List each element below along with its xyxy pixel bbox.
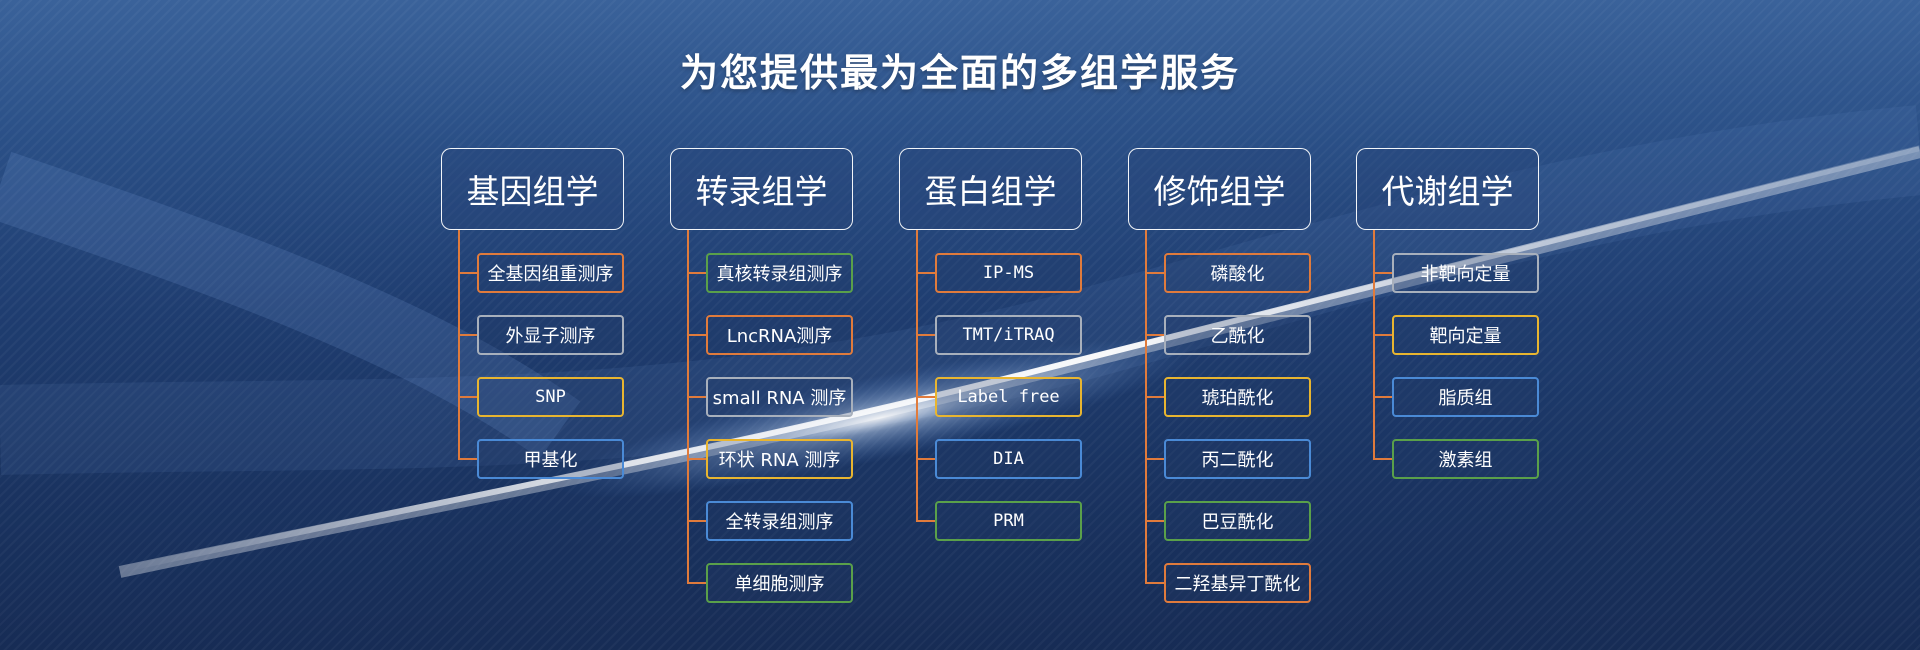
connector-branch (917, 396, 935, 398)
service-item-modification-5: 二羟基异丁酰化 (1164, 563, 1311, 603)
category-header-metabolomics: 代谢组学 (1356, 148, 1539, 230)
connector-branch (917, 520, 935, 522)
service-item-proteomics-3: DIA (935, 439, 1082, 479)
connector-trunk-genomics (458, 230, 460, 460)
service-item-metabolomics-3: 激素组 (1392, 439, 1539, 479)
service-item-modification-1: 乙酰化 (1164, 315, 1311, 355)
connector-branch (459, 458, 477, 460)
connector-branch (1146, 334, 1164, 336)
service-item-transcriptomics-3: 环状 RNA 测序 (706, 439, 853, 479)
connector-branch (1374, 458, 1392, 460)
connector-trunk-metabolomics (1373, 230, 1375, 460)
connector-branch (688, 396, 706, 398)
service-item-transcriptomics-0: 真核转录组测序 (706, 253, 853, 293)
service-item-modification-3: 丙二酰化 (1164, 439, 1311, 479)
service-item-transcriptomics-1: LncRNA测序 (706, 315, 853, 355)
connector-branch (1146, 582, 1164, 584)
service-item-transcriptomics-5: 单细胞测序 (706, 563, 853, 603)
connector-branch (1374, 334, 1392, 336)
service-item-metabolomics-0: 非靶向定量 (1392, 253, 1539, 293)
service-item-proteomics-1: TMT/iTRAQ (935, 315, 1082, 355)
connector-trunk-modification (1145, 230, 1147, 584)
category-header-modification: 修饰组学 (1128, 148, 1311, 230)
category-header-genomics: 基因组学 (441, 148, 624, 230)
service-item-modification-0: 磷酸化 (1164, 253, 1311, 293)
service-item-transcriptomics-2: small RNA 测序 (706, 377, 853, 417)
service-item-proteomics-2: Label free (935, 377, 1082, 417)
service-item-modification-2: 琥珀酰化 (1164, 377, 1311, 417)
category-header-transcriptomics: 转录组学 (670, 148, 853, 230)
connector-branch (688, 458, 706, 460)
page-title: 为您提供最为全面的多组学服务 (679, 50, 1240, 95)
service-item-proteomics-0: IP-MS (935, 253, 1082, 293)
service-item-metabolomics-1: 靶向定量 (1392, 315, 1539, 355)
service-item-genomics-0: 全基因组重测序 (477, 253, 624, 293)
service-item-transcriptomics-4: 全转录组测序 (706, 501, 853, 541)
service-item-genomics-1: 外显子测序 (477, 315, 624, 355)
service-item-proteomics-4: PRM (935, 501, 1082, 541)
service-item-metabolomics-2: 脂质组 (1392, 377, 1539, 417)
connector-branch (459, 272, 477, 274)
service-item-genomics-3: 甲基化 (477, 439, 624, 479)
connector-branch (1374, 396, 1392, 398)
service-item-modification-4: 巴豆酰化 (1164, 501, 1311, 541)
connector-branch (688, 272, 706, 274)
connector-branch (1146, 396, 1164, 398)
connector-branch (459, 334, 477, 336)
category-header-proteomics: 蛋白组学 (899, 148, 1082, 230)
connector-trunk-proteomics (916, 230, 918, 522)
connector-branch (688, 334, 706, 336)
connector-trunk-transcriptomics (687, 230, 689, 584)
service-item-genomics-2: SNP (477, 377, 624, 417)
connector-branch (688, 520, 706, 522)
connector-branch (1146, 458, 1164, 460)
connector-branch (917, 272, 935, 274)
connector-branch (1374, 272, 1392, 274)
connector-branch (688, 582, 706, 584)
connector-branch (917, 334, 935, 336)
connector-branch (1146, 520, 1164, 522)
connector-branch (1146, 272, 1164, 274)
connector-branch (917, 458, 935, 460)
connector-branch (459, 396, 477, 398)
